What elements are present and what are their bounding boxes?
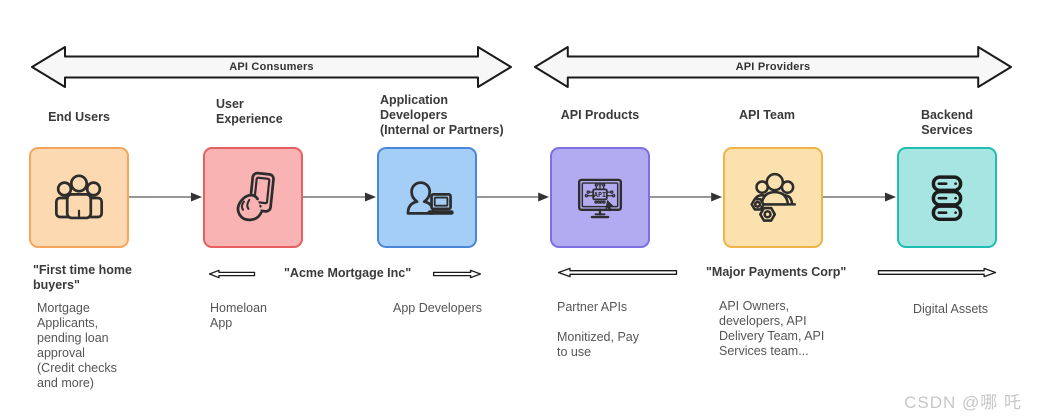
api-consumers-label: API Consumers <box>229 61 314 73</box>
scope-arrow-partner-apis-left <box>557 267 678 278</box>
quote-acme-mortgage: "Acme Mortgage Inc" <box>284 266 412 280</box>
scope-arrow-app-developers-right <box>432 269 482 279</box>
team-gears-icon <box>750 172 797 222</box>
connector-arrow <box>129 192 202 202</box>
desc-app-developers: App Developers <box>393 301 482 315</box>
app-developers-box <box>377 147 477 248</box>
api-team-box <box>723 147 823 248</box>
column-header-end-users: End Users <box>48 110 110 124</box>
column-header-api-team: API Team <box>738 108 796 122</box>
api-chip-label: API <box>594 191 606 199</box>
column-header-user-experience: User Experience <box>216 97 283 126</box>
connector-arrow <box>477 192 550 202</box>
quote-first-time-home-buyers: "First time home buyers" <box>33 263 132 292</box>
hand-phone-icon <box>236 171 275 221</box>
api-providers-label: API Providers <box>735 61 811 73</box>
desc-api-team: API Owners, developers, API Delivery Tea… <box>719 299 825 358</box>
connector-arrow <box>823 192 896 202</box>
desc-backend-services: Digital Assets <box>913 302 989 316</box>
scope-arrow-homeloan-left <box>208 269 256 279</box>
scope-arrow-digital-assets-right <box>877 267 997 278</box>
column-header-backend-services: Backend Services <box>920 108 974 137</box>
connector-arrow <box>650 192 723 202</box>
connector-arrow <box>303 192 376 202</box>
server-stack-icon <box>931 174 963 221</box>
user-experience-box <box>203 147 303 248</box>
desc-api-products-2: Monitized, Pay to use <box>557 330 639 359</box>
api-products-box: API <box>550 147 650 248</box>
developer-laptop-icon <box>406 180 454 215</box>
desc-user-experience: Homeloan App <box>210 301 267 330</box>
desc-end-users: Mortgage Applicants, pending loan approv… <box>37 301 117 390</box>
desc-api-products-1: Partner APIs <box>557 300 628 314</box>
end-users-box <box>29 147 129 248</box>
api-monitor-icon: API <box>577 178 623 218</box>
csdn-watermark: CSDN @哪 吒 <box>904 393 1022 412</box>
users-group-icon <box>54 173 104 219</box>
column-header-application-developers: Application Developers (Internal or Part… <box>380 93 504 137</box>
quote-major-payments: "Major Payments Corp" <box>706 265 847 279</box>
api-consumers-arrow <box>31 46 512 88</box>
backend-services-box <box>897 147 997 248</box>
column-header-api-products: API Products <box>560 108 640 122</box>
api-providers-arrow <box>533 46 1013 88</box>
